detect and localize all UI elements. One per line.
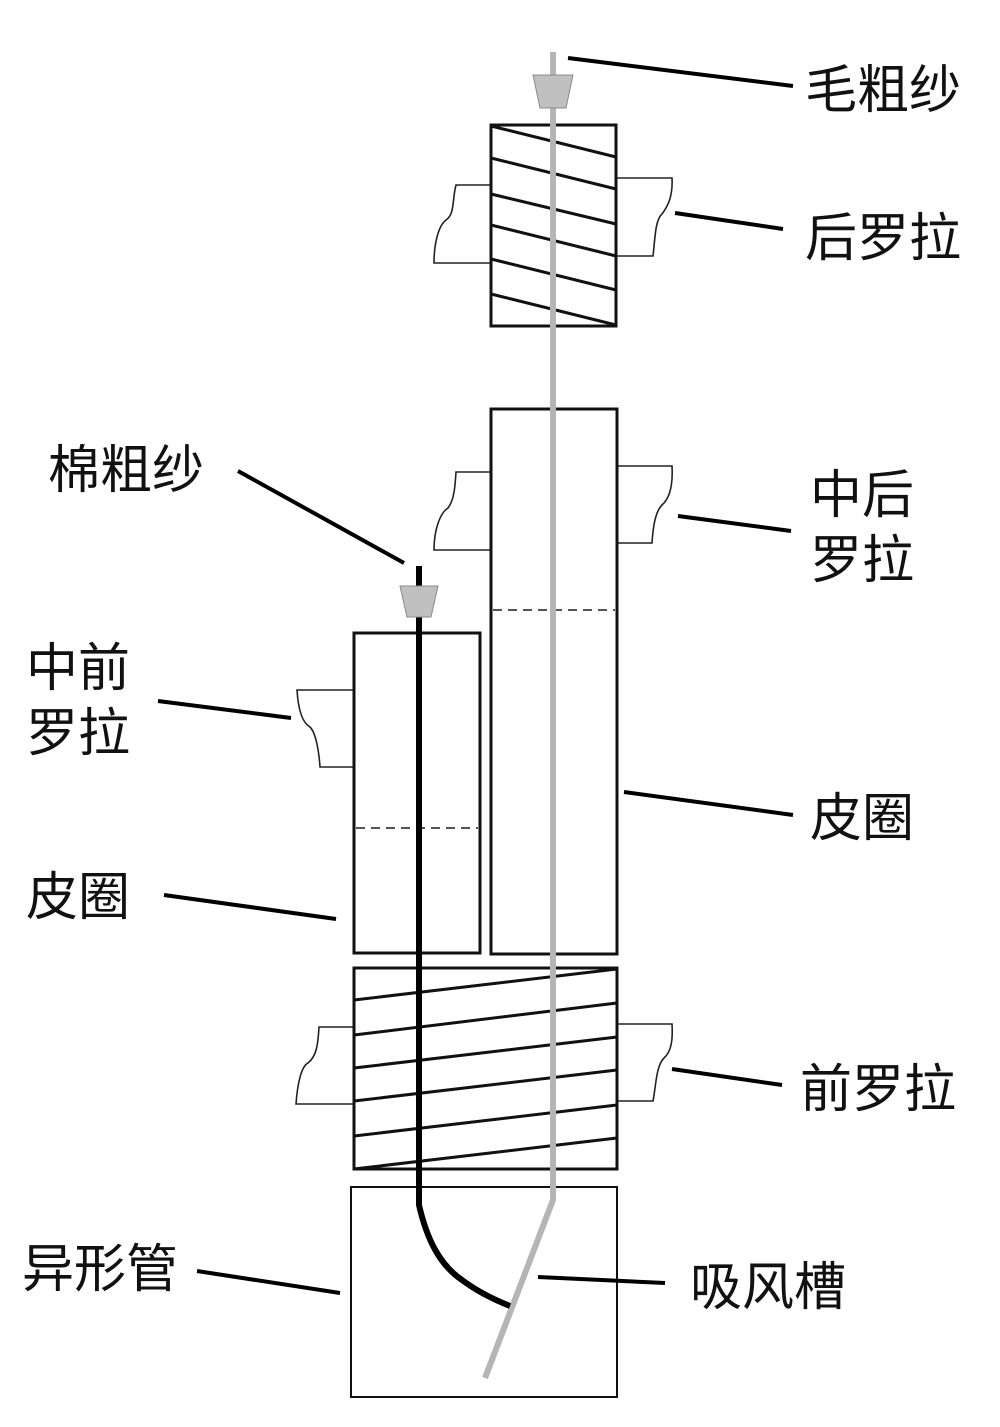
labels: 毛粗纱 后罗拉 棉粗纱 中后 罗拉 中前 罗拉 皮圈 皮圈 前罗拉 异形管 吸风…: [22, 61, 961, 1318]
leader-middle-front-roller: [157, 699, 292, 720]
front-roller-body: [352, 966, 619, 1171]
label-apron-right: 皮圈: [810, 789, 914, 849]
front-roller-left-shaft: [295, 1026, 354, 1105]
leader-profiled-tube: [196, 1269, 341, 1295]
label-back-roller: 后罗拉: [805, 209, 961, 269]
leader-middle-back-roller: [677, 514, 792, 533]
wool-roving-strand: [482, 52, 574, 1380]
leader-back-roller: [674, 211, 784, 231]
middle-front-roller: [296, 631, 482, 955]
middle-front-roller-left-shaft: [296, 689, 354, 768]
label-middle-front-roller-line2: 罗拉: [26, 704, 130, 764]
wool-roving-path: [482, 52, 556, 1380]
wool-roving-guide-icon: [532, 74, 574, 109]
label-apron-left: 皮圈: [26, 868, 130, 928]
leader-front-roller: [671, 1067, 783, 1087]
cotton-roving-path: [416, 566, 512, 1309]
cotton-roving-strand: [399, 566, 512, 1309]
label-middle-back-roller-line2: 罗拉: [810, 531, 914, 591]
front-roller: [295, 966, 674, 1171]
cotton-roving-guide-icon: [399, 585, 439, 618]
leader-suction-slot: [537, 1275, 666, 1285]
label-front-roller: 前罗拉: [800, 1060, 956, 1120]
label-profiled-tube: 异形管: [22, 1240, 178, 1300]
front-roller-right-shaft: [617, 1023, 674, 1102]
middle-back-roller-left-shaft: [433, 471, 491, 551]
leader-lines: [157, 56, 794, 1295]
leader-cotton-roving: [237, 469, 405, 565]
middle-back-roller-right-shaft: [617, 465, 673, 544]
leader-apron-right: [623, 790, 794, 817]
label-middle-front-roller-line1: 中前: [26, 639, 130, 699]
label-cotton-roving: 棉粗纱: [48, 441, 204, 501]
label-middle-back-roller-line1: 中后: [810, 466, 914, 526]
leader-apron-left: [163, 893, 337, 921]
front-roller-flutes: [353, 967, 618, 1171]
back-roller-right-shaft: [616, 177, 673, 257]
label-suction-slot: 吸风槽: [690, 1258, 846, 1318]
label-wool-roving: 毛粗纱: [805, 61, 961, 121]
leader-wool-roving: [567, 56, 794, 88]
back-roller-left-shaft: [433, 184, 491, 264]
